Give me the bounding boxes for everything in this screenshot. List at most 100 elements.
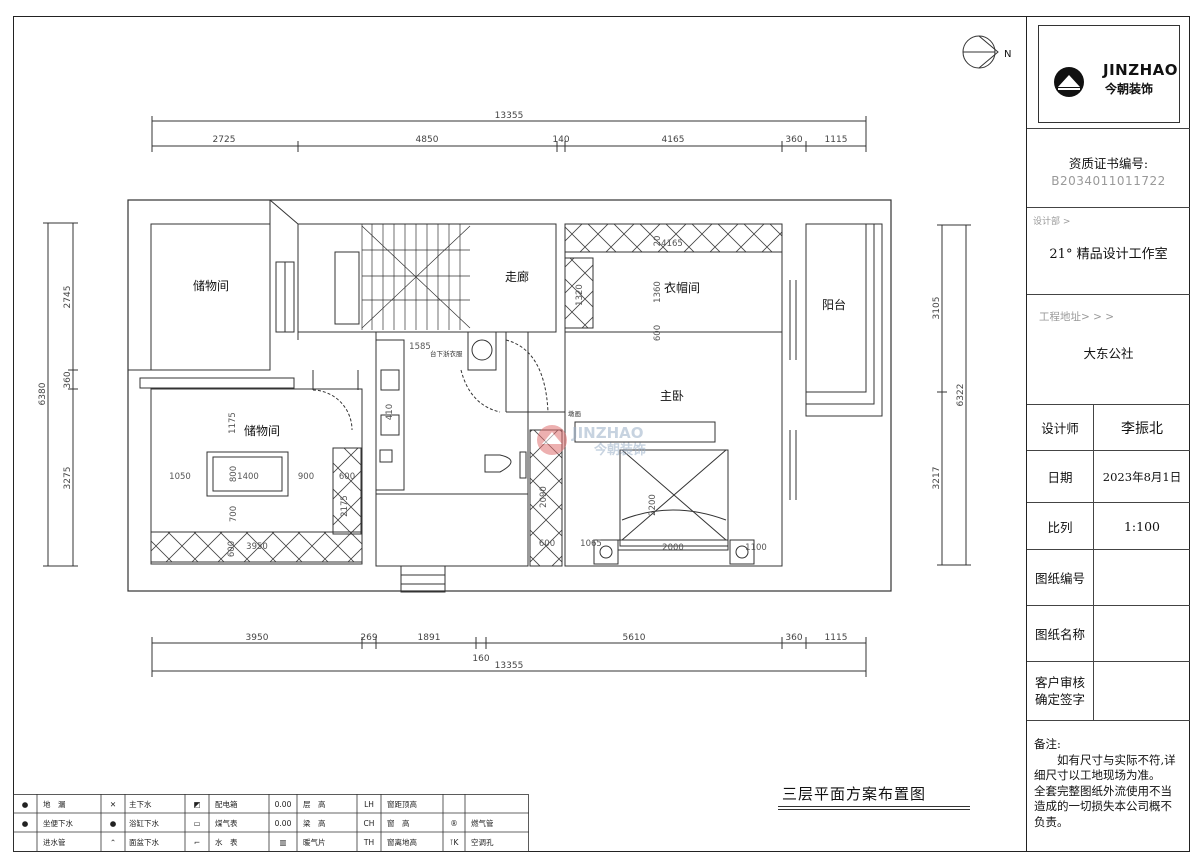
legend-text: 地 漏 — [43, 799, 66, 809]
legend-table: ● 地 漏 ✕ 主下水 ◩ 配电箱 0.00 层 高 LH 窗距顶高 ● 坐便下… — [13, 794, 529, 856]
legend-symbol: ⌃ — [110, 838, 116, 847]
dim-top-3: 140 — [552, 135, 569, 145]
legend-symbol: 0.00 — [275, 800, 292, 809]
scale-value: 1:100 — [1123, 518, 1161, 534]
legend-text: 窗距顶高 — [387, 799, 417, 809]
dim-left-total: 6380 — [38, 382, 48, 405]
cert-row: 资质证书编号: B2034011011722 — [1027, 129, 1190, 208]
dim-inner: 700 — [229, 506, 239, 522]
drawing-name-label: 图纸名称 — [1027, 606, 1094, 661]
note-title: 备注: — [1034, 737, 1061, 751]
drain-label: 墩画 — [568, 409, 581, 418]
dim-bottom-1: 3950 — [246, 633, 269, 643]
dim-inner: 3950 — [246, 542, 268, 552]
drawing-frame — [13, 16, 1190, 852]
client-label-2: 确定签字 — [1034, 692, 1085, 707]
legend-symbol: TH — [363, 838, 374, 847]
legend-text: 水 表 — [215, 837, 238, 847]
dim-inner: 2200 — [648, 494, 658, 516]
dept-row: 设计部 > 21° 精品设计工作室 — [1027, 208, 1190, 295]
dim-inner: 2175 — [340, 495, 350, 517]
legend-text: 空调孔 — [471, 837, 494, 847]
legend-text: 浴缸下水 — [129, 818, 159, 828]
dim-bottom-total: 13355 — [495, 661, 524, 671]
dim-inner: 600 — [539, 539, 555, 549]
legend-text: 暖气片 — [303, 837, 326, 847]
scale-label: 比列 — [1027, 503, 1094, 549]
dim-bottom-6: 1115 — [825, 633, 848, 643]
room-storage-lower: 储物间 — [244, 423, 280, 438]
title-underline — [778, 809, 970, 810]
client-sign-row: 客户审核 确定签字 — [1027, 662, 1190, 721]
note-block: 备注: 如有尺寸与实际不符,详细尺寸以工地现场为准。 全套完整图纸外流使用不当造… — [1034, 737, 1182, 830]
legend-symbol: ▭ — [193, 819, 200, 828]
title-underline — [778, 806, 970, 807]
legend-symbol: 0.00 — [275, 819, 292, 828]
cert-label: 资质证书编号: — [1068, 156, 1149, 171]
address-row: 工程地址> > > 大东公社 — [1027, 295, 1190, 405]
note-1: 如有尺寸与实际不符,详细尺寸以工地现场为准。 — [1034, 752, 1176, 783]
address-label: 工程地址> > > — [1039, 311, 1115, 323]
legend-text: 梁 高 — [303, 818, 326, 828]
legend-symbol: ● — [110, 819, 117, 828]
company-logo-icon — [1054, 67, 1084, 97]
legend-text: 主下水 — [129, 799, 152, 809]
dim-inner: 1065 — [580, 539, 602, 549]
dim-bottom-4: 5610 — [623, 633, 646, 643]
dim-inner: 1585 — [409, 342, 431, 352]
dim-inner: 2000 — [662, 543, 684, 553]
drawing-no-row: 图纸编号 — [1027, 550, 1190, 606]
drawing-name-value — [1094, 606, 1190, 661]
legend-text: 窗离地高 — [387, 837, 417, 847]
dim-left-3: 3275 — [63, 467, 73, 490]
room-storage-upper: 储物间 — [193, 278, 229, 293]
room-wardrobe: 衣帽间 — [664, 280, 700, 295]
dim-left-1: 2745 — [63, 286, 73, 309]
dim-left-2: 360 — [63, 371, 73, 388]
designer-value: 李振北 — [1121, 420, 1163, 437]
dim-inner: 20 — [653, 236, 663, 247]
compass-label: N — [1004, 49, 1011, 60]
washer-label: 台下浙衣服 — [430, 349, 463, 358]
logo-box: JINZHAO 今朝装饰 — [1038, 25, 1180, 123]
dim-right-total: 6322 — [956, 384, 966, 407]
dim-bottom-5: 360 — [785, 633, 802, 643]
legend-symbol: ▥ — [279, 838, 286, 847]
legend-symbol: ⌐ — [194, 838, 200, 847]
dim-top-total: 13355 — [495, 111, 524, 121]
dept-label: 设计部 > — [1033, 217, 1071, 227]
dim-inner: 600 — [653, 325, 663, 341]
legend-symbol: ● — [22, 819, 29, 828]
legend-symbol: ● — [22, 800, 29, 809]
dim-inner: 410 — [385, 404, 395, 420]
note-2: 全套完整图纸外流使用不当造成的一切损失本公司概不负责。 — [1034, 783, 1172, 829]
dim-bottom-3: 1891 — [418, 633, 441, 643]
dim-top-5: 360 — [785, 135, 802, 145]
address-value: 大东公社 — [1083, 346, 1134, 361]
title-block: JINZHAO 今朝装饰 资质证书编号: B2034011011722 设计部 … — [1026, 16, 1190, 852]
drawing-no-value — [1094, 550, 1190, 605]
date-value: 2023年8月1日 — [1102, 469, 1182, 484]
designer-label: 设计师 — [1027, 405, 1094, 450]
legend-symbol: ✕ — [110, 800, 116, 809]
cert-number: B2034011011722 — [1051, 174, 1166, 188]
logo-chinese: 今朝装饰 — [1105, 82, 1154, 96]
dim-inner: 1400 — [237, 472, 259, 482]
designer-row: 设计师 李振北 — [1027, 405, 1190, 451]
dim-top-1: 2725 — [213, 135, 236, 145]
drawing-title: 三层平面方案布置图 — [782, 785, 927, 803]
legend-text: 层 高 — [303, 799, 326, 809]
dim-right-1: 3105 — [932, 297, 942, 320]
legend-text: 面盆下水 — [129, 837, 159, 847]
dept-value: 21° 精品设计工作室 — [1049, 247, 1168, 262]
scale-row: 比列 1:100 — [1027, 503, 1190, 550]
drawing-name-row: 图纸名称 — [1027, 606, 1190, 662]
client-sign-value — [1094, 662, 1190, 720]
legend-symbol: ◩ — [193, 800, 200, 809]
legend-text: 煤气表 — [215, 818, 238, 828]
client-sign-label: 客户审核 确定签字 — [1027, 662, 1094, 720]
legend-symbol: CH — [364, 819, 375, 828]
watermark-cn: 今朝装饰 — [593, 442, 646, 458]
room-balcony: 阳台 — [822, 297, 846, 312]
logo-row: JINZHAO 今朝装饰 — [1027, 16, 1190, 129]
